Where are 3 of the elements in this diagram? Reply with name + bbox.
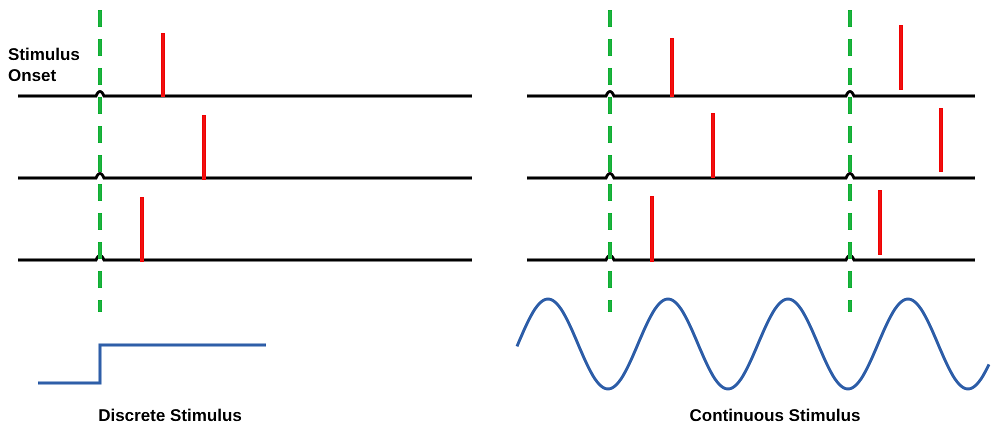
panel-caption: Continuous Stimulus [688,405,862,426]
panel-caption: Discrete Stimulus [97,405,243,426]
onset-label: Stimulus Onset [8,44,81,86]
